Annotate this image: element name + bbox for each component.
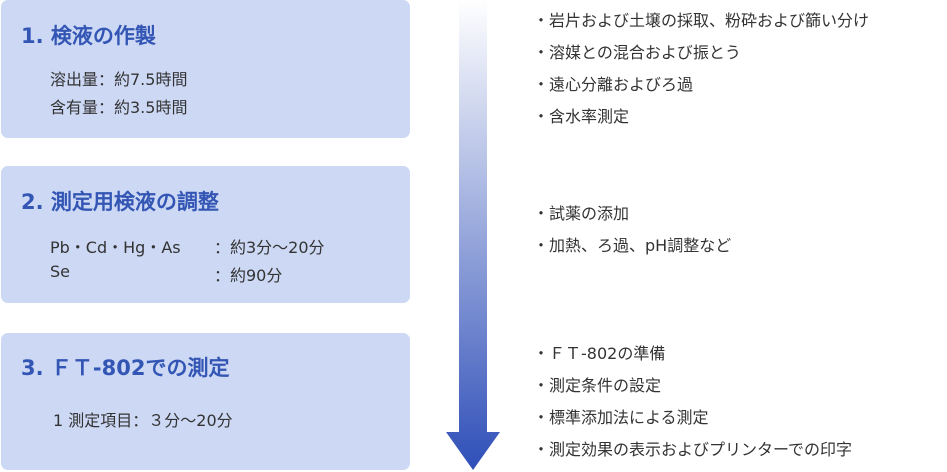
- step-2-selenium-time: ：約90分: [214, 266, 283, 285]
- note-item: ・加熱、ろ過、pH調整など: [533, 236, 732, 255]
- step-2-element-group-time: ：約3分～20分: [214, 238, 325, 257]
- flow-down-arrow-icon: [446, 0, 500, 470]
- step-2-notes-list: ・試薬の添加 ・加熱、ろ過、pH調整など: [533, 204, 731, 268]
- step-3-title: 3. ＦＴ-802での測定: [21, 356, 230, 380]
- step-3-notes-list: ・ＦＴ-802の準備 ・測定条件の設定 ・標準添加法による測定 ・測定効果の表示…: [533, 344, 852, 472]
- step-2-box: 2. 測定用検液の調整 Pb・Cd・Hg・As ：約3分～20分 Se ：約90…: [1, 166, 410, 303]
- step-1-title: 1. 検液の作製: [21, 24, 156, 48]
- note-item: ・岩片および土壌の採取、粉砕および篩い分け: [533, 11, 870, 30]
- note-item: ・溶媒との混合および振とう: [533, 43, 741, 62]
- step-3-box: 3. ＦＴ-802での測定 1 測定項目：３分～20分: [1, 333, 410, 470]
- step-2-element-group-label: Pb・Cd・Hg・As: [50, 238, 181, 257]
- note-item: ・測定条件の設定: [533, 376, 662, 395]
- step-1-notes-list: ・岩片および土壌の採取、粉砕および篩い分け ・溶媒との混合および振とう ・遠心分…: [533, 11, 869, 139]
- note-item: ・測定効果の表示およびプリンターでの印字: [533, 440, 853, 459]
- step-1-elution-time: 溶出量：約7.5時間: [50, 70, 188, 89]
- step-2-title: 2. 測定用検液の調整: [21, 190, 219, 214]
- step-1-box: 1. 検液の作製 溶出量：約7.5時間 含有量：約3.5時間: [1, 0, 410, 138]
- note-item: ・試薬の添加: [533, 204, 630, 223]
- step-3-measure-time: 1 測定項目：３分～20分: [53, 411, 233, 430]
- step-2-selenium-label: Se: [50, 262, 70, 281]
- note-item: ・含水率測定: [533, 107, 630, 126]
- step-1-content-time: 含有量：約3.5時間: [50, 98, 188, 117]
- note-item: ・遠心分離およびろ過: [533, 75, 694, 94]
- note-item: ・ＦＴ-802の準備: [533, 344, 666, 363]
- note-item: ・標準添加法による測定: [533, 408, 709, 427]
